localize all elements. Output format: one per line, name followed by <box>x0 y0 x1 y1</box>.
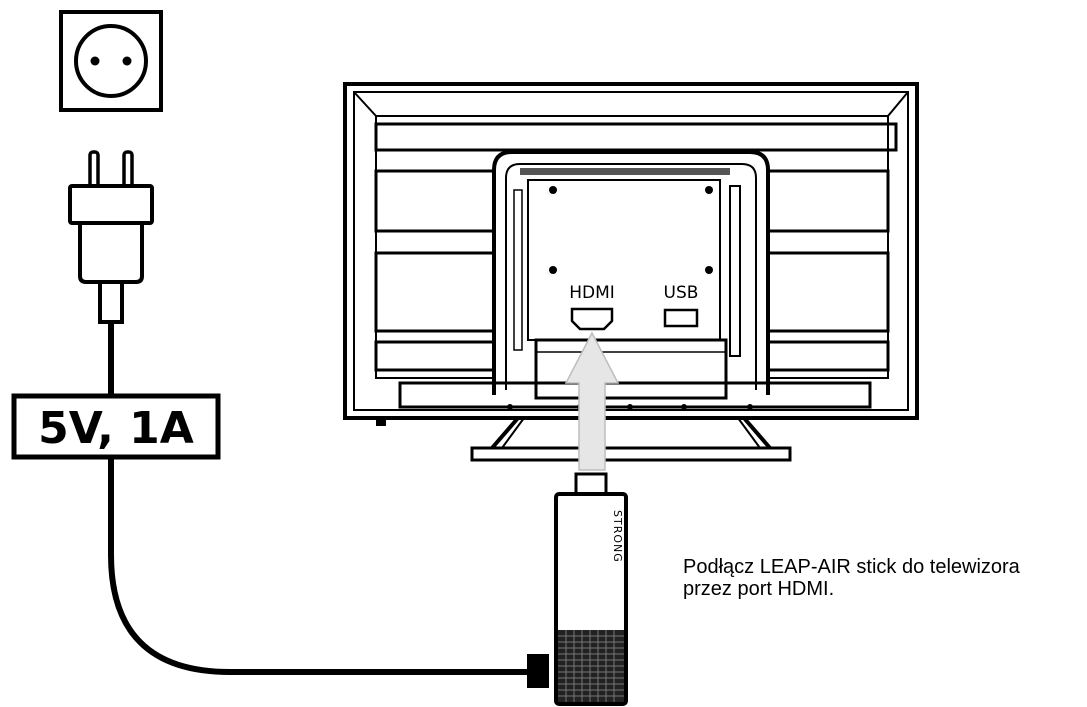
power-spec-label: 5V, 1A <box>38 403 194 454</box>
instruction-line-2: przez port HDMI. <box>683 578 835 600</box>
wall-socket-icon <box>59 10 163 112</box>
usb-port-label: USB <box>664 283 699 303</box>
hdmi-port-icon <box>570 307 614 331</box>
usb-connector <box>527 654 549 688</box>
stick-brand-label: STRONG <box>611 510 624 563</box>
streaming-stick-icon: STRONG <box>554 472 628 706</box>
insert-arrow-icon <box>564 331 620 471</box>
instruction-text: Podłącz LEAP-AIR stick do telewizora prz… <box>683 556 1083 600</box>
power-cable-lower <box>108 457 530 675</box>
tv-back-icon: HDMI USB <box>343 82 919 462</box>
hdmi-port-label: HDMI <box>569 283 615 303</box>
power-spec-badge: 5V, 1A <box>11 393 221 460</box>
usb-port-icon <box>663 308 699 328</box>
instruction-line-1: Podłącz LEAP-AIR stick do telewizora <box>683 556 1020 578</box>
power-plug-icon <box>68 150 154 324</box>
